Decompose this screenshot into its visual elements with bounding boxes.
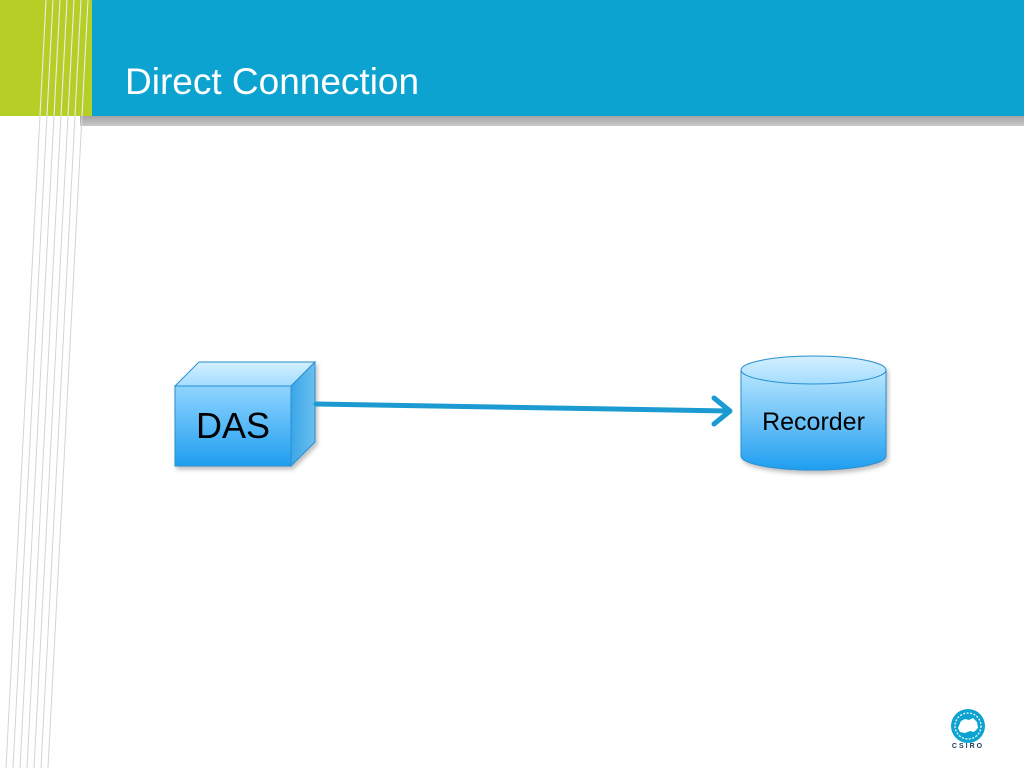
header-shadow xyxy=(80,116,1024,126)
csiro-logo-icon xyxy=(951,709,985,743)
connection-arrow xyxy=(313,395,733,427)
das-cube-front xyxy=(174,385,292,467)
decorative-lines xyxy=(5,0,89,768)
recorder-label: Recorder xyxy=(762,407,865,436)
recorder-node xyxy=(740,355,887,471)
das-label: DAS xyxy=(195,405,271,446)
das-node xyxy=(173,360,317,468)
recorder-cylinder-top xyxy=(740,355,887,385)
accent-bar xyxy=(0,0,92,116)
slide-title: Direct Connection xyxy=(125,61,420,102)
recorder-cylinder-body xyxy=(740,369,887,471)
header-bar xyxy=(0,0,1024,116)
csiro-logo-text: CSIRO xyxy=(951,743,985,750)
